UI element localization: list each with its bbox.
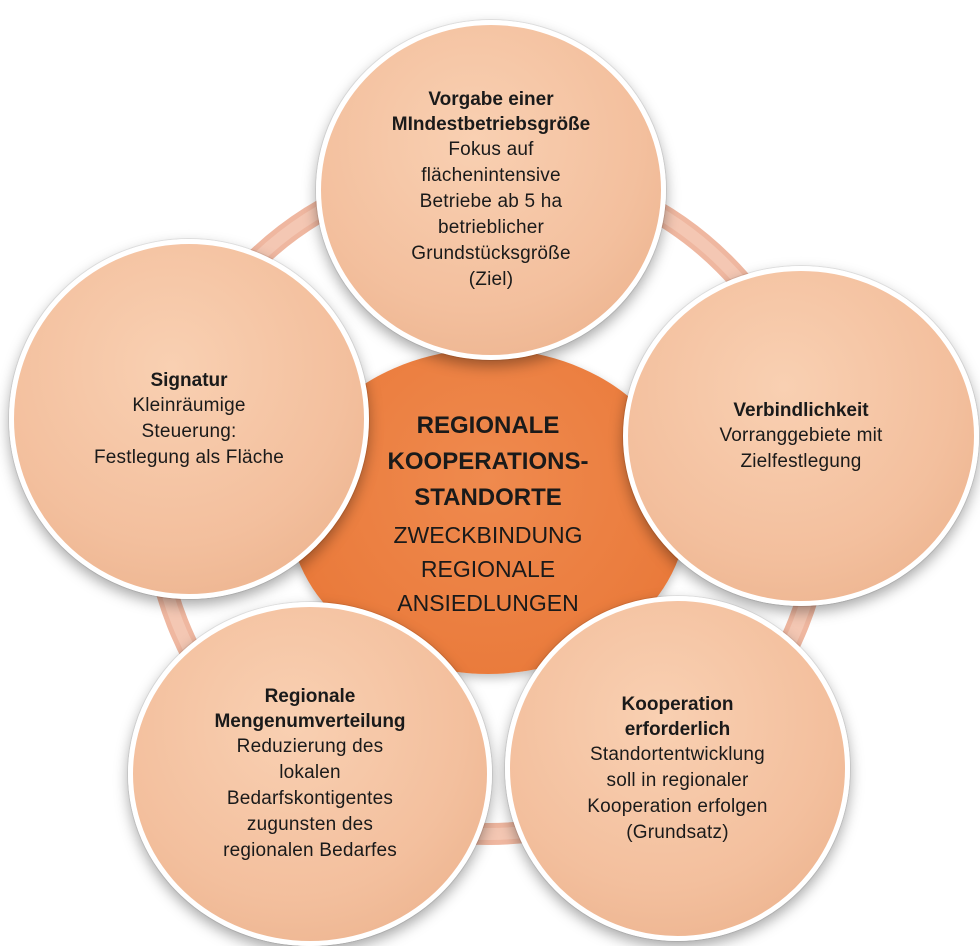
circle-title-line: MIndestbetriebsgröße <box>391 114 591 135</box>
circle-body-line: Betriebe ab 5 ha <box>419 191 563 212</box>
circle-body-line: (Grundsatz) <box>626 821 729 843</box>
circle-body-line: Fokus auf <box>448 139 534 160</box>
circle-title: Vorgabe einer MIndestbetriebsgröße <box>392 87 590 137</box>
circle-title: Signatur <box>150 368 227 393</box>
circle-body: Standortentwicklung soll in regionaler K… <box>587 742 767 846</box>
center-body-line: REGIONALE <box>420 555 556 582</box>
circle-verbindlichkeit: Verbindlichkeit Vorranggebiete mit Zielf… <box>623 266 979 606</box>
circle-body-line: regionalen Bedarfes <box>223 840 397 861</box>
circle-body-line: Festlegung als Fläche <box>93 446 285 468</box>
circle-title-line: erforderlich <box>624 718 731 740</box>
circle-title-line: Kooperation <box>621 693 734 715</box>
circle-title-line: Regionale <box>264 686 356 707</box>
center-body-line: ZWECKBINDUNG <box>393 521 583 548</box>
circle-title: Regionale Mengenumverteilung <box>214 684 405 734</box>
center-title-line: STANDORTE <box>414 483 562 511</box>
circle-signatur: Signatur Kleinräumige Steuerung: Festleg… <box>9 239 369 599</box>
circle-mindestbetriebsgroesse: Vorgabe einer MIndestbetriebsgröße Fokus… <box>316 20 666 360</box>
circle-body-line: Steuerung: <box>141 420 237 442</box>
circle-title-line: Signatur <box>150 369 228 391</box>
circle-body-line: Kleinräumige <box>132 394 246 416</box>
circle-kooperation: Kooperation erforderlich Standortentwick… <box>505 596 850 941</box>
center-subtitle: ZWECKBINDUNG REGIONALE ANSIEDLUNGEN <box>393 518 582 620</box>
circle-mengenumverteilung: Regionale Mengenumverteilung Reduzierung… <box>128 602 492 946</box>
circle-body-line: betrieblicher <box>437 217 545 238</box>
circle-body-line: Kooperation erfolgen <box>587 795 768 817</box>
circle-body-line: Reduzierung des <box>236 736 384 757</box>
circle-body: Fokus auf flächenintensive Betriebe ab 5… <box>411 137 571 293</box>
circle-title-line: Mengenumverteilung <box>214 711 406 732</box>
circle-body-line: soll in regionaler <box>606 769 749 791</box>
circle-body-line: Grundstücksgröße <box>411 243 571 264</box>
circle-body: Reduzierung des lokalen Bedarfskontigent… <box>223 734 397 864</box>
center-title-line: REGIONALE <box>416 411 560 439</box>
circle-body-line: (Ziel) <box>468 269 514 290</box>
circle-body-line: flächenintensive <box>421 165 561 186</box>
circle-body-line: Standortentwicklung <box>590 743 765 765</box>
center-body-line: ANSIEDLUNGEN <box>397 589 579 616</box>
circle-body-line: Vorranggebiete mit <box>719 424 883 446</box>
circle-title-line: Verbindlichkeit <box>733 399 869 421</box>
circle-body-line: zugunsten des <box>246 814 374 835</box>
circle-body: Kleinräumige Steuerung: Festlegung als F… <box>94 393 284 471</box>
circle-title: Kooperation erforderlich <box>622 692 734 742</box>
center-title-line: KOOPERATIONS- <box>387 447 589 475</box>
circle-body: Vorranggebiete mit Zielfestlegung <box>719 423 882 475</box>
circle-title: Verbindlichkeit <box>733 398 868 423</box>
center-title: REGIONALE KOOPERATIONS- STANDORTE <box>388 408 589 516</box>
circle-body-line: Zielfestlegung <box>740 450 862 472</box>
circle-body-line: lokalen <box>279 762 341 783</box>
circle-body-line: Bedarfskontigentes <box>226 788 394 809</box>
circle-title-line: Vorgabe einer <box>428 89 554 110</box>
